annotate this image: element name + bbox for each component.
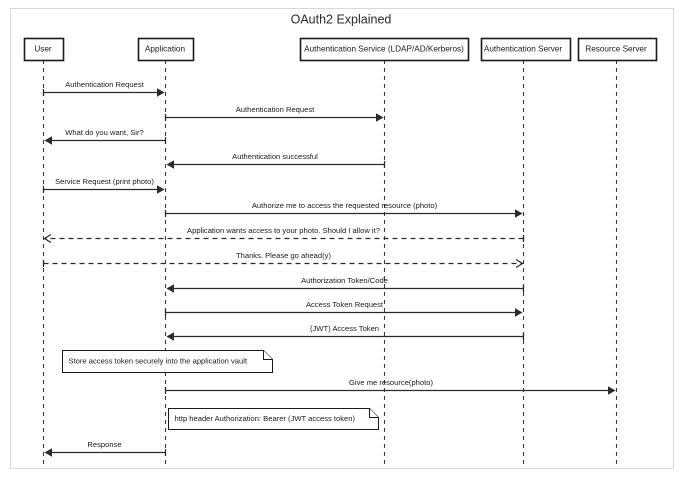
- message-label-12: Give me resource(photo): [349, 378, 433, 387]
- note-token-vault-fold: [263, 350, 273, 360]
- participant-resource_server[interactable]: Resource Server: [577, 37, 658, 62]
- message-label-3: What do you want, Sir?: [65, 128, 144, 137]
- message-label-6: Authorize me to access the requested res…: [252, 201, 438, 210]
- message-3[interactable]: What do you want, Sir?: [44, 128, 167, 145]
- message-label-4: Authentication successful: [232, 152, 318, 161]
- message-label-13: Response: [87, 440, 121, 449]
- message-2[interactable]: Authentication Request: [164, 105, 384, 122]
- note-http-header-fold: [369, 408, 379, 418]
- participant-auth_server[interactable]: Authentication Server: [480, 37, 572, 62]
- participant-user[interactable]: User: [23, 37, 65, 62]
- message-arrowhead-1: [157, 88, 165, 97]
- note-http-header-box[interactable]: [168, 408, 379, 430]
- note-http-header[interactable]: http header Authorization: Bearer (JWT a…: [168, 408, 379, 430]
- participant-label-user: User: [34, 45, 52, 54]
- participant-label-resource_server: Resource Server: [585, 45, 647, 54]
- message-11[interactable]: (JWT) Access Token: [166, 324, 525, 341]
- participant-label-auth_server: Authentication Server: [484, 45, 563, 54]
- message-5[interactable]: Service Request (print photo): [42, 177, 165, 194]
- lifelines-layer: [42, 60, 618, 466]
- note-token-vault-box[interactable]: [62, 350, 273, 373]
- participant-box-auth_service[interactable]: [299, 37, 470, 62]
- message-arrowhead-9: [166, 284, 174, 293]
- participant-auth_service[interactable]: Authentication Service (LDAP/AD/Kerberos…: [299, 37, 470, 62]
- note-token-vault-label: Store access token securely into the app…: [69, 357, 248, 366]
- message-13[interactable]: Response: [44, 440, 167, 457]
- message-label-10: Access Token Request: [306, 300, 384, 309]
- message-arrowhead-13: [44, 448, 52, 457]
- message-label-2: Authentication Request: [236, 105, 315, 114]
- message-label-11: (JWT) Access Token: [310, 324, 379, 333]
- message-arrowhead-3: [44, 136, 52, 145]
- participant-box-application[interactable]: [137, 37, 195, 62]
- participant-box-auth_server[interactable]: [480, 37, 572, 62]
- message-arrowhead-4: [166, 160, 174, 169]
- participant-box-user[interactable]: [23, 37, 65, 62]
- message-arrowhead-2: [376, 113, 384, 122]
- message-8[interactable]: Thanks. Please go ahead(y): [42, 251, 524, 269]
- message-4[interactable]: Authentication successful: [166, 152, 386, 169]
- participant-box-resource_server[interactable]: [577, 37, 658, 62]
- participant-label-auth_service: Authentication Service (LDAP/AD/Kerberos…: [304, 45, 464, 54]
- note-http-header-label: http header Authorization: Bearer (JWT a…: [175, 414, 356, 423]
- diagram-title: OAuth2 Explained: [291, 12, 392, 26]
- message-label-7: Application wants access to your photo. …: [187, 226, 380, 235]
- message-arrowhead-12: [608, 386, 616, 395]
- note-token-vault[interactable]: Store access token securely into the app…: [62, 350, 273, 373]
- message-7[interactable]: Application wants access to your photo. …: [43, 226, 525, 244]
- message-arrowhead-8: [515, 258, 524, 269]
- participant-label-application: Application: [145, 45, 186, 54]
- message-arrowhead-6: [515, 209, 523, 218]
- notes-layer: Store access token securely into the app…: [62, 350, 379, 430]
- message-1[interactable]: Authentication Request: [42, 80, 165, 97]
- message-arrowhead-7: [43, 233, 52, 244]
- message-9[interactable]: Authorization Token/Code: [166, 276, 525, 293]
- message-label-1: Authentication Request: [65, 80, 144, 89]
- message-10[interactable]: Access Token Request: [164, 300, 523, 317]
- diagram-frame: [10, 8, 674, 469]
- message-12[interactable]: Give me resource(photo): [164, 378, 616, 395]
- participant-application[interactable]: Application: [137, 37, 195, 62]
- message-label-5: Service Request (print photo): [55, 177, 154, 186]
- message-label-8: Thanks. Please go ahead(y): [236, 251, 331, 260]
- message-label-9: Authorization Token/Code: [301, 276, 388, 285]
- message-arrowhead-5: [157, 185, 165, 194]
- message-arrowhead-11: [166, 332, 174, 341]
- message-6[interactable]: Authorize me to access the requested res…: [164, 201, 523, 218]
- message-arrowhead-10: [515, 308, 523, 317]
- participants-layer: User Application Authentication Service (L…: [23, 37, 658, 62]
